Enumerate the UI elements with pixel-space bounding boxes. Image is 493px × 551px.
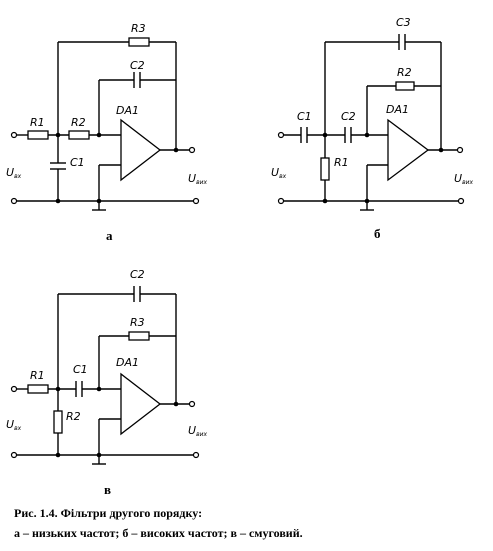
panel-v-letter: в [104,482,111,497]
panel-v-wires [16,293,194,465]
panel-b-da1-label: DA1 [386,103,409,116]
panel-a-terminals [10,131,200,205]
panel-a-lowpass-filter: R1 R2 R3 C2 C1 DA1 Uвх Uвих а [6,22,207,243]
panel-v-junction-dots [55,386,179,458]
panel-v-bandpass-filter: R1 C1 C2 R3 R2 DA1 Uвх Uвих в [6,268,207,497]
panel-v-c2-label: C2 [130,268,145,281]
panel-a-c1-label: C1 [70,156,85,169]
panel-a-u-out-label: Uвих [188,172,207,186]
panel-v-u-in-label: Uвх [6,418,22,432]
panel-a-r2-label: R2 [71,116,86,129]
panel-v-r2-label: R2 [66,410,81,423]
panel-a-r3-resistor [128,37,150,47]
panel-b-c3-capacitor [398,34,406,50]
panel-b-terminals [277,131,465,205]
panel-v-c1-capacitor [75,381,83,397]
panel-v-opamp-triangle [120,372,162,436]
panel-a-r1-resistor [27,130,49,140]
panel-a-c1-capacitor [50,162,66,170]
panel-b-u-in-label: Uвх [271,166,287,180]
figure-caption: Рис. 1.4. Фільтри другого порядку: а – н… [14,503,484,543]
panel-b-wires [283,41,459,211]
panel-a-r3-label: R3 [131,22,146,35]
panel-b-c1-capacitor [300,127,308,143]
panel-a-r2-resistor [68,130,90,140]
panel-b-r2-resistor [395,81,415,91]
panel-a-c2-capacitor [133,72,141,88]
caption-line-2: а – низьких частот; б – високих частот; … [14,526,303,540]
panel-v-da1-label: DA1 [116,356,139,369]
panel-a-c2-label: C2 [130,59,145,72]
panel-a-da1-label: DA1 [116,104,139,117]
panel-a-opamp-triangle [120,118,162,182]
panel-b-highpass-filter: C1 C2 C3 R2 R1 DA1 Uвх Uвих б [271,16,473,241]
panel-v-r2-resistor [53,410,63,434]
panel-b-c2-capacitor [344,127,352,143]
panel-v-r1-resistor [27,384,49,394]
panel-b-letter: б [374,226,381,241]
caption-line-1: Рис. 1.4. Фільтри другого порядку: [14,506,203,520]
panel-a-letter: а [106,228,113,243]
panel-v-r3-resistor [128,331,150,341]
panel-b-c3-label: C3 [396,16,411,29]
panel-a-junction-dots [55,132,179,204]
panel-v-u-out-label: Uвих [188,424,207,438]
panel-b-r2-label: R2 [397,66,412,79]
panel-b-r1-resistor [320,157,330,181]
panel-a-r1-label: R1 [30,116,45,129]
panel-b-c2-label: C2 [341,110,356,123]
panel-v-c2-capacitor [133,286,141,302]
panel-v-c1-label: C1 [73,363,88,376]
panel-b-c1-label: C1 [297,110,312,123]
panel-b-r1-label: R1 [334,156,349,169]
panel-v-terminals [10,385,200,459]
panel-b-u-out-label: Uвих [454,172,473,186]
panel-v-r3-label: R3 [130,316,145,329]
panel-b-junction-dots [322,132,444,204]
panel-b-opamp-triangle [387,118,430,182]
panel-v-r1-label: R1 [30,369,45,382]
panel-a-u-in-label: Uвх [6,166,22,180]
